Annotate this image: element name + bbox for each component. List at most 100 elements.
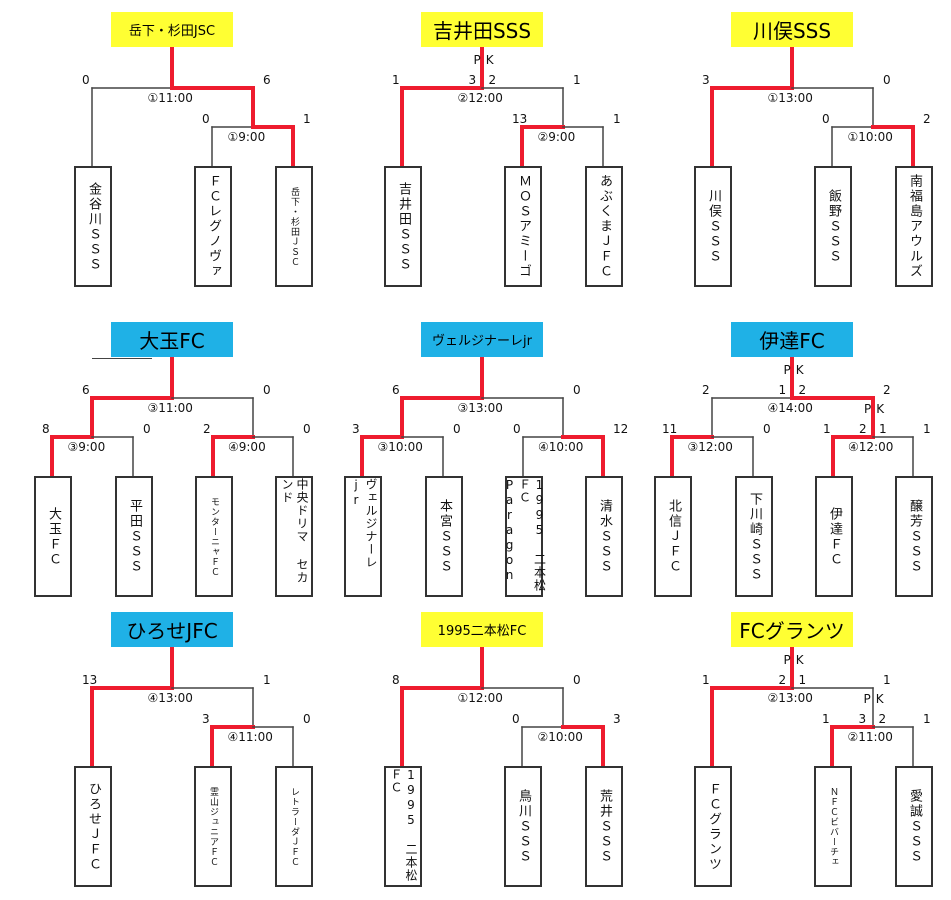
- score-left: 0: [202, 112, 210, 126]
- match-time: ②11:00: [847, 730, 893, 744]
- team-name: 飯野ＳＳＳ: [826, 189, 841, 264]
- champion-title: 岳下・杉田JSC: [111, 12, 233, 47]
- champion-title: 吉井田SSS: [421, 12, 543, 47]
- score-left: 0: [513, 422, 521, 436]
- pk-label: PK: [783, 653, 809, 667]
- match-time: ①12:00: [457, 691, 503, 705]
- team-box: 川俣ＳＳＳ: [694, 166, 732, 287]
- score-left: 3: [202, 712, 210, 726]
- score-left: 8: [392, 673, 400, 687]
- score-right: 1: [923, 422, 931, 436]
- score-left: 13: [82, 673, 98, 687]
- champion-title: 1995二本松FC: [421, 612, 543, 647]
- team-name: 平田ＳＳＳ: [127, 499, 142, 574]
- team-box: ＭＯＳアミーゴ: [504, 166, 542, 287]
- team-name: ＦＣグランツ: [706, 781, 721, 872]
- score-left: 8: [42, 422, 50, 436]
- team-box: 本宮ＳＳＳ: [425, 476, 463, 597]
- match-time: ④13:00: [147, 691, 193, 705]
- team-box: 北信ＪＦＣ: [654, 476, 692, 597]
- score-left: 1: [822, 712, 830, 726]
- score-left: 13: [512, 112, 528, 126]
- match-time: ③11:00: [147, 401, 193, 415]
- match-time: ④10:00: [538, 440, 584, 454]
- team-name: 鳥川ＳＳＳ: [516, 789, 531, 864]
- score-right: 1: [613, 112, 621, 126]
- team-name: 1995 二本松ＦＣ: [389, 768, 418, 882]
- team-name: 1995 二本松ＦＣ Paragon: [502, 478, 547, 592]
- score-right: 0: [143, 422, 151, 436]
- match-time: ②12:00: [457, 91, 503, 105]
- score-right: 12: [613, 422, 629, 436]
- pk-score-left: 2: [859, 422, 867, 436]
- pk-label: PK: [863, 692, 889, 706]
- score-right: 1: [573, 73, 581, 87]
- match-time: ③13:00: [457, 401, 503, 415]
- team-box: 鳥川ＳＳＳ: [504, 766, 542, 887]
- pk-label: PK: [473, 53, 499, 67]
- team-box: 霊山ジュニアＦＣ: [194, 766, 232, 887]
- team-name: 醸芳ＳＳＳ: [907, 499, 922, 574]
- team-name: 霊山ジュニアＦＣ: [208, 786, 218, 867]
- champion-title: 大玉FC: [111, 322, 233, 357]
- team-name: 本宮ＳＳＳ: [437, 499, 452, 574]
- champion-title: 伊達FC: [731, 322, 853, 357]
- match-time: ③10:00: [377, 440, 423, 454]
- score-left: 1: [702, 673, 710, 687]
- score-right: 2: [923, 112, 931, 126]
- champion-title: ひろせJFC: [111, 612, 233, 647]
- pk-score-right: 2: [488, 73, 497, 87]
- match-time: ④9:00: [228, 440, 266, 454]
- match-time: ③9:00: [67, 440, 106, 454]
- team-name: 北信ＪＦＣ: [666, 499, 681, 574]
- pk-score-left: 1: [778, 383, 787, 397]
- champion-title: FCグランツ: [731, 612, 853, 647]
- team-name: 吉井田ＳＳＳ: [396, 181, 411, 272]
- score-left: 0: [82, 73, 90, 87]
- champion-title: 川俣SSS: [731, 12, 853, 47]
- team-box: 1995 二本松ＦＣ Paragon: [503, 476, 547, 597]
- score-right: 1: [263, 673, 271, 687]
- team-box: ＮＦＣビバーチェ: [814, 766, 852, 887]
- team-name: ＮＦＣビバーチェ: [828, 786, 838, 867]
- score-right: 0: [883, 73, 891, 87]
- score-left: 0: [512, 712, 520, 726]
- pk-label: PK: [783, 363, 809, 377]
- match-time: ①9:00: [227, 130, 266, 144]
- team-box: ＦＣグランツ: [694, 766, 732, 887]
- team-name: 大玉ＦＣ: [46, 506, 61, 567]
- team-box: 金谷川ＳＳＳ: [74, 166, 112, 287]
- team-name: あぶくまＪＦＣ: [597, 174, 612, 279]
- team-name: ＦＣレグノヴァ: [206, 174, 221, 279]
- score-left: 3: [352, 422, 360, 436]
- team-box: レトラーダＪＦＣ: [275, 766, 313, 887]
- team-name: 南福島アウルズ: [907, 174, 922, 279]
- team-box: 下川崎ＳＳＳ: [735, 476, 773, 597]
- score-right: 1: [923, 712, 931, 726]
- score-right: 0: [573, 383, 581, 397]
- team-box: 1995 二本松ＦＣ: [384, 766, 422, 887]
- team-name: 岳下・杉田ＪＳＣ: [289, 186, 299, 267]
- team-name: 中央ドリマ セカンド: [280, 478, 309, 584]
- team-name: 川俣ＳＳＳ: [706, 189, 721, 264]
- team-box: 大玉ＦＣ: [34, 476, 72, 597]
- team-box: 吉井田ＳＳＳ: [384, 166, 422, 287]
- pk-score-left: 2: [778, 673, 787, 687]
- team-box: ひろせＪＦＣ: [74, 766, 112, 887]
- score-left: 1: [823, 422, 831, 436]
- team-box: 南福島アウルズ: [895, 166, 933, 287]
- match-time: ②10:00: [537, 730, 583, 744]
- team-box: 中央ドリマ セカンド: [275, 476, 313, 597]
- team-name: 愛誠ＳＳＳ: [907, 789, 922, 864]
- team-box: 伊達ＦＣ: [815, 476, 853, 597]
- team-box: 醸芳ＳＳＳ: [895, 476, 933, 597]
- pk-score-right: 2: [798, 383, 807, 397]
- match-time: ③12:00: [687, 440, 733, 454]
- pk-label: PK: [864, 402, 890, 416]
- team-box: 荒井ＳＳＳ: [585, 766, 623, 887]
- decorative-underline: [92, 358, 152, 359]
- score-left: 11: [662, 422, 678, 436]
- match-time: ④12:00: [848, 440, 894, 454]
- match-time: ②9:00: [537, 130, 576, 144]
